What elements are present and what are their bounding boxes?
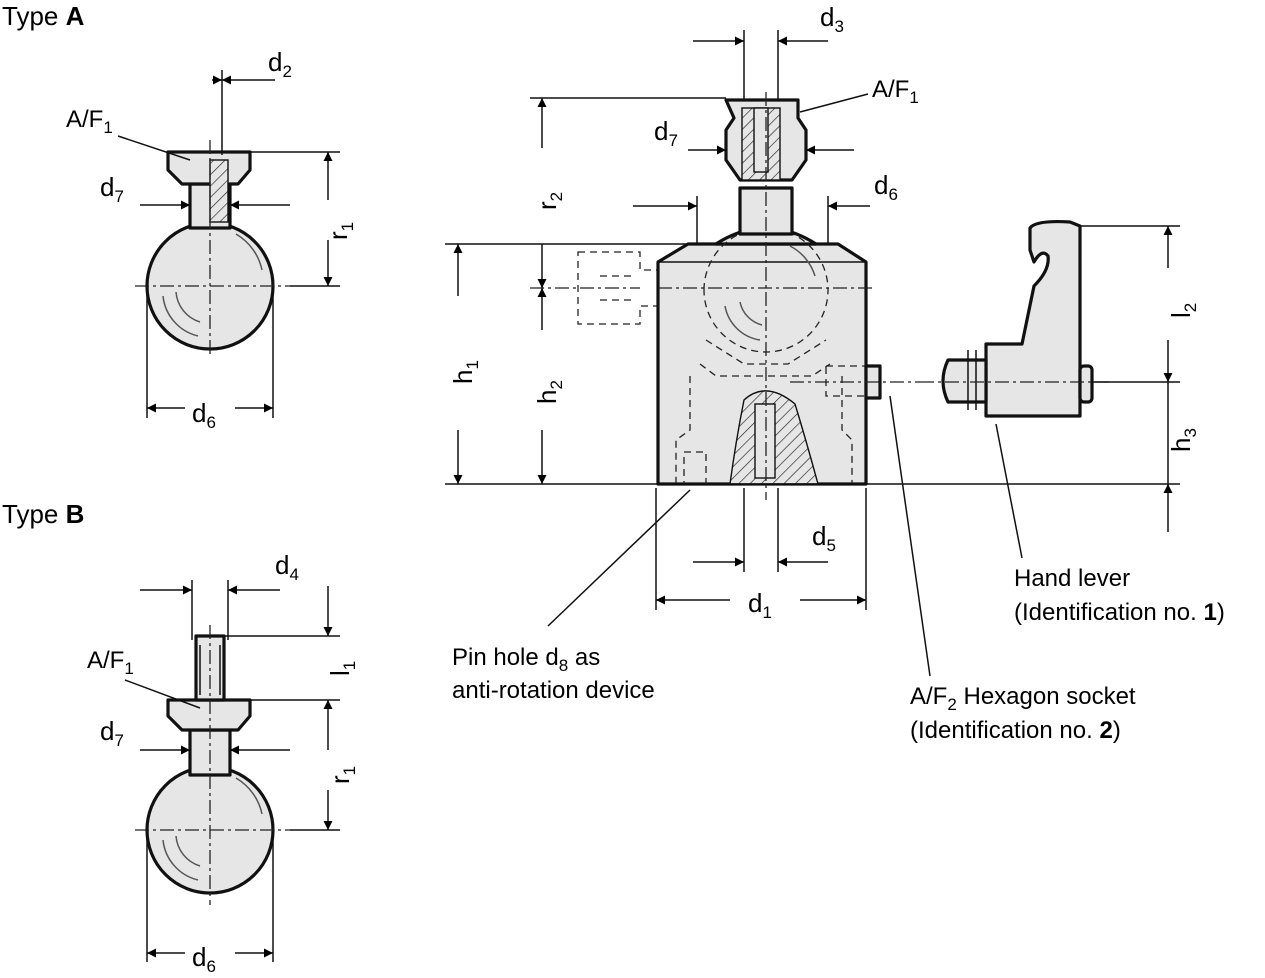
dim-af1-label: A/F1	[87, 647, 134, 678]
dim-d4-label: d4	[275, 550, 299, 584]
ball-highlight	[175, 291, 201, 323]
dim-d2-label: d2	[268, 47, 292, 81]
ball-highlight	[175, 835, 201, 867]
type-a-view: Type A d2 A/F1 d7 r1	[2, 1, 357, 432]
dim-af1-label: A/F1	[66, 106, 113, 137]
dim-d6-label: d6	[192, 942, 216, 976]
hand-lever-view: l2 h3	[920, 220, 1200, 559]
ball-highlight	[235, 233, 263, 271]
dim-d6-label: d6	[874, 170, 898, 204]
dim-d7-label: d7	[100, 172, 124, 206]
dim-d1-label: d1	[748, 588, 772, 622]
lever-shaft	[941, 358, 988, 404]
dim-l2-label: l2	[1166, 303, 1200, 318]
hand-lever-note-line2: (Identification no. 1)	[1014, 599, 1225, 626]
dim-l1-label: l1	[325, 661, 359, 676]
dim-r1-label: r1	[325, 766, 359, 784]
dim-r2-label: r2	[532, 192, 566, 210]
dim-d3-label: d3	[820, 2, 844, 36]
pin-hole-note: Pin hole d8 as	[452, 644, 600, 675]
dim-h3-label: h3	[1166, 428, 1200, 452]
thread-section	[209, 159, 229, 223]
pin-hole-note-line2: anti-rotation device	[452, 677, 655, 704]
hand-lever-note: Hand lever	[1014, 565, 1130, 592]
hand-lever	[984, 220, 1082, 418]
lever-hub	[1078, 364, 1094, 404]
dim-d5-label: d5	[812, 521, 836, 555]
hex-socket-note-line2: (Identification no. 2)	[910, 717, 1121, 744]
ball-highlight	[162, 839, 199, 881]
hex-socket-note: A/F2 Hexagon socket	[910, 683, 1136, 714]
hex-head	[166, 698, 252, 732]
dim-d6-label: d6	[192, 398, 216, 432]
main-assembly-view: d3 A/F1 d7 r2 d6 h1 h2 d5	[445, 2, 1180, 677]
dim-af1-label: A/F1	[872, 76, 919, 107]
type-a-title: Type A	[2, 1, 85, 31]
type-b-view: Type B d4 l1	[2, 499, 359, 976]
ball-highlight	[162, 295, 199, 337]
dim-d7-label: d7	[654, 116, 678, 150]
type-b-title: Type B	[2, 499, 84, 529]
dim-r1-label: r1	[323, 222, 357, 240]
dim-h2-label: h2	[532, 380, 566, 404]
dim-d7-label: d7	[100, 716, 124, 750]
dim-h1-label: h1	[448, 360, 482, 384]
ball-highlight	[235, 777, 263, 815]
